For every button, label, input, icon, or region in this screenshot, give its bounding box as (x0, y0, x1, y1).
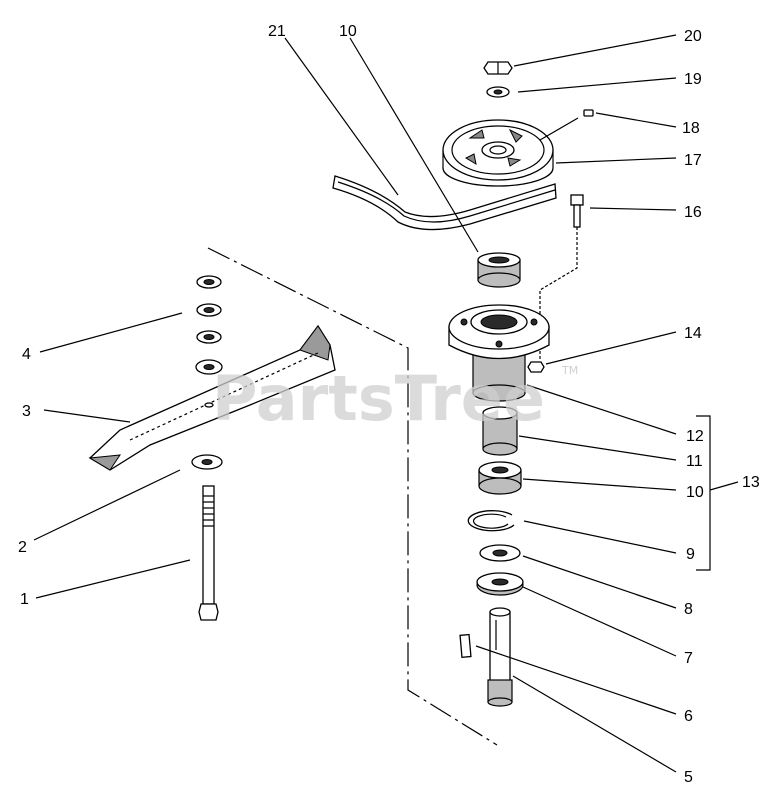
washer-stack (195, 275, 223, 408)
callout-18: 18 (682, 120, 700, 137)
key (459, 633, 472, 659)
callout-numbers: 21 10 20 19 18 17 16 14 4 3 12 11 10 13 … (18, 23, 760, 786)
washer-2 (191, 454, 223, 470)
callout-16: 16 (684, 204, 702, 221)
callout-2: 2 (18, 539, 27, 556)
callout-19: 19 (684, 71, 702, 88)
callout-6: 6 (684, 708, 693, 725)
callout-9: 9 (686, 546, 695, 563)
washer-19 (486, 86, 510, 98)
watermark-brand: PartsTree (212, 362, 545, 435)
leader-lines (33, 34, 739, 773)
blade (88, 324, 336, 471)
bearing (482, 406, 518, 456)
belt (332, 175, 557, 231)
spindle-housing (448, 304, 550, 402)
callout-7: 7 (684, 650, 693, 667)
callout-8: 8 (684, 601, 693, 618)
nut (483, 61, 513, 75)
callout-14: 14 (684, 325, 702, 342)
callout-10-top: 10 (339, 23, 357, 40)
pulley (442, 119, 554, 187)
retaining-ring (467, 510, 515, 532)
grease-fitting (583, 109, 594, 117)
callout-10: 10 (686, 484, 704, 501)
callout-3: 3 (22, 403, 31, 420)
callout-5: 5 (684, 769, 693, 786)
watermark-trademark: TM (561, 364, 578, 377)
bolt-16 (539, 194, 584, 360)
callout-12: 12 (686, 428, 704, 445)
spacer-lower (478, 461, 522, 495)
callout-1: 1 (20, 591, 29, 608)
reference-frame (207, 247, 498, 746)
callout-11: 11 (686, 453, 703, 470)
nut-14 (527, 361, 545, 373)
callout-21: 21 (268, 23, 286, 40)
spacer-top (477, 252, 521, 288)
callout-17: 17 (684, 152, 702, 169)
washer-8 (479, 544, 521, 562)
callout-13: 13 (742, 474, 760, 491)
callout-4: 4 (22, 346, 31, 363)
washer-7 (476, 572, 524, 596)
watermark: PartsTree TM (212, 362, 578, 435)
blade-bolt (198, 485, 219, 621)
callout-20: 20 (684, 28, 702, 45)
spindle-shaft (487, 607, 513, 707)
